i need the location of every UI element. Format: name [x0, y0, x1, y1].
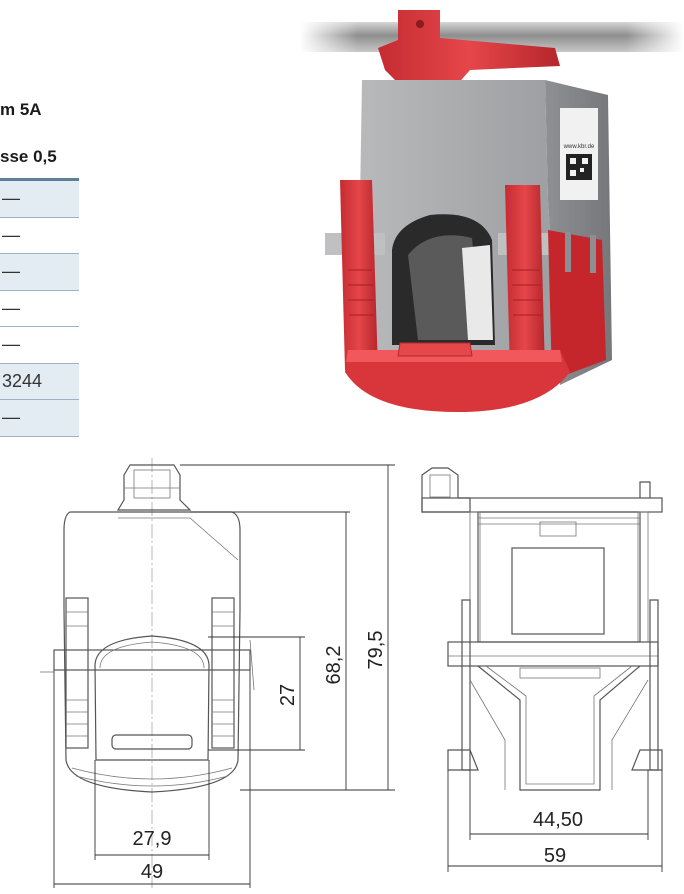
dim-total-height: 79,5 [365, 631, 387, 670]
table-cell: — [2, 188, 20, 209]
table-cell: — [2, 334, 20, 355]
table-row: — [0, 254, 79, 291]
table-cell: — [2, 261, 20, 282]
table-row: 3244 [0, 363, 79, 400]
front-view-drawing [40, 458, 255, 888]
dim-side-total-width: 59 [544, 845, 566, 867]
dim-opening-width: 27,9 [133, 828, 172, 850]
side-view-drawing [421, 467, 663, 791]
top-clamp [378, 10, 560, 95]
side-view-dimensions: 44,50 59 [447, 770, 663, 872]
dim-total-width: 49 [141, 861, 163, 883]
front-view-dimensions: 79,5 68,2 27 27,9 49 [53, 464, 395, 888]
table-row: — [0, 218, 79, 254]
table-row: — [0, 400, 79, 437]
right-red-clamp [505, 185, 545, 372]
bottom-red-base [345, 350, 570, 412]
table-header-line [0, 178, 79, 181]
dim-opening-height: 27 [277, 684, 299, 706]
dim-body-height: 68,2 [323, 646, 345, 685]
table-row: — [0, 327, 79, 364]
table-cell: 3244 [2, 370, 43, 391]
table-cell: — [2, 407, 20, 428]
spec-table: — — — — — 3244 — [0, 178, 79, 437]
label-url: www.kbr.de [563, 144, 595, 150]
table-row: — [0, 181, 79, 218]
qr-code [566, 154, 592, 180]
product-photo: www.kbr.de [300, 10, 684, 412]
left-red-clamp [340, 180, 378, 370]
dim-side-inner-width: 44,50 [533, 809, 583, 831]
accuracy-class-heading: sse 0,5 [0, 147, 57, 166]
table-cell: — [2, 297, 20, 318]
table-cell: — [2, 224, 20, 245]
table-row: — [0, 291, 79, 327]
rated-current-heading: m 5A [0, 100, 42, 119]
